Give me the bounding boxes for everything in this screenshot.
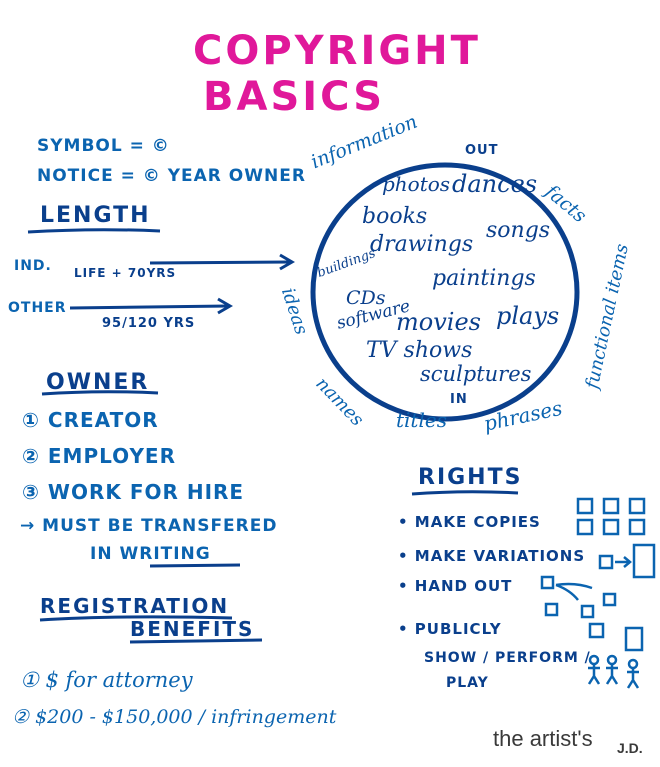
inside-item: paintings — [432, 266, 536, 291]
other-arrow — [69, 304, 229, 310]
ind-arrow — [149, 260, 291, 265]
publicly-line2: SHOW / PERFORM / — [424, 650, 591, 666]
rights-underline — [411, 490, 519, 496]
rights-item: • MAKE VARIATIONS — [398, 547, 586, 565]
inside-item: dances — [452, 170, 538, 198]
registration-heading2: BENEFITS — [130, 617, 255, 641]
registration-heading1: REGISTRATION — [40, 594, 230, 618]
inside-item: plays — [496, 302, 560, 330]
other-label: OTHER — [8, 300, 67, 316]
owner-item: ① CREATOR — [22, 408, 159, 432]
inside-item: drawings — [370, 232, 474, 257]
inside-item: CDs — [346, 287, 386, 309]
ind-label: IND. — [14, 258, 52, 274]
inside-item: movies — [396, 308, 481, 336]
registration-item: ① $ for attorney — [20, 668, 193, 692]
other-text: 95/120 YRS — [102, 316, 196, 331]
symbol-line: SYMBOL = © — [37, 136, 170, 156]
owner-item: ② EMPLOYER — [22, 444, 176, 468]
inside-item: books — [362, 204, 428, 229]
title-line1: COPYRIGHT — [193, 28, 481, 74]
ind-text: LIFE + 70YRS — [74, 266, 177, 280]
rights-item: • HAND OUT — [398, 577, 513, 595]
length-heading: LENGTH — [40, 203, 151, 228]
benefits-underline — [129, 638, 263, 644]
notice-line: NOTICE = © YEAR OWNER — [37, 166, 306, 186]
inside-item: songs — [486, 218, 551, 243]
in-label: IN — [450, 392, 468, 407]
copies-squares-icon — [576, 497, 646, 536]
rights-heading: RIGHTS — [418, 465, 523, 490]
brand-text: the artist's — [493, 726, 593, 751]
owner-underline — [41, 390, 159, 396]
out-label: OUT — [465, 143, 499, 158]
inside-item: photos — [382, 172, 451, 196]
variations-icon — [598, 543, 656, 579]
hand-out-icon — [540, 575, 617, 619]
owner-note-line2: IN WRITING — [90, 544, 211, 564]
inside-item: sculptures — [420, 362, 532, 386]
registration-item: ② $200 - $150,000 / infringement — [12, 706, 337, 728]
owner-heading: OWNER — [46, 370, 150, 395]
publicly-icon — [587, 622, 644, 689]
publicly-line3: PLAY — [446, 675, 489, 691]
rights-item: • MAKE COPIES — [398, 513, 541, 531]
inside-item: TV shows — [366, 338, 473, 363]
owner-item: ③ WORK FOR HIRE — [22, 480, 245, 504]
registration-underline — [39, 615, 233, 622]
length-underline — [27, 228, 161, 234]
in-out-circle — [310, 162, 580, 422]
brand-initials: J.D. — [617, 740, 643, 756]
rights-item: • PUBLICLY — [398, 620, 502, 638]
owner-note-line1: → MUST BE TRANSFERED — [20, 516, 278, 536]
outside-item: titles — [396, 408, 447, 432]
title-line2: BASICS — [203, 74, 386, 120]
writing-underline — [149, 563, 241, 568]
